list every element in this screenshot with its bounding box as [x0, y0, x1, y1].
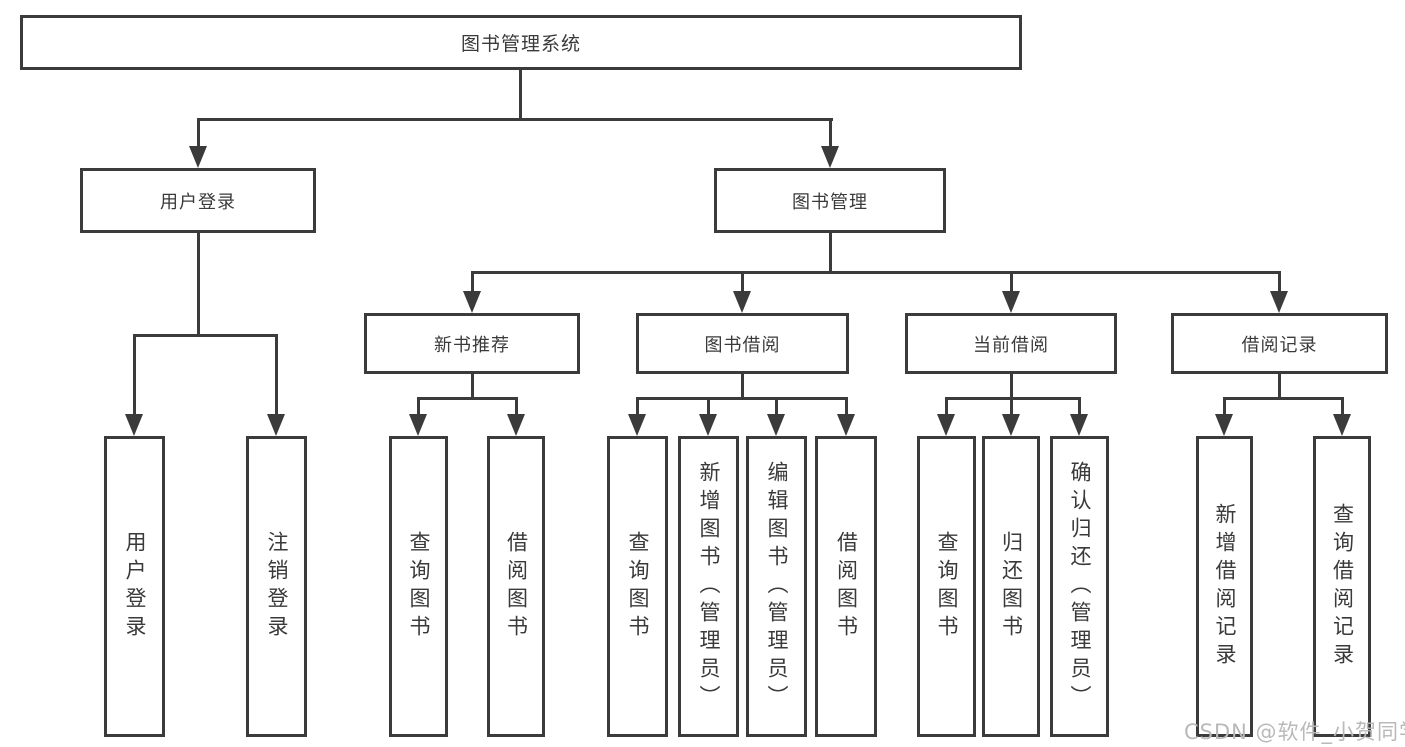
- node-new-book-recommend: 新书推荐: [364, 313, 580, 374]
- leaf-records-add-record-label: 新增借阅记录: [1213, 502, 1237, 671]
- node-book-borrow-label: 图书借阅: [704, 334, 781, 356]
- node-root: 图书管理系统: [20, 15, 1022, 70]
- connector-line: [1010, 397, 1013, 415]
- node-current-borrow-label: 当前借阅: [973, 334, 1049, 356]
- connector-line: [197, 233, 200, 337]
- connector-line: [417, 397, 518, 400]
- node-user-login-label: 用户登录: [160, 191, 236, 213]
- arrowhead-down-icon: [699, 414, 717, 436]
- leaf-current-query-book-label: 查询图书: [935, 530, 959, 643]
- leaf-newrec-query-book-label: 查询图书: [407, 530, 431, 643]
- leaf-newrec-borrow-book-label: 借阅图书: [504, 530, 529, 643]
- connector-line: [707, 397, 710, 415]
- connector-line: [775, 397, 778, 415]
- node-root-label: 图书管理系统: [460, 33, 581, 55]
- connector-line: [1223, 397, 1226, 415]
- leaf-user-login-label: 用户登录: [123, 530, 147, 643]
- leaf-logout-label: 注销登录: [265, 530, 289, 643]
- leaf-logout: 注销登录: [246, 436, 307, 737]
- leaf-newrec-query-book: 查询图书: [389, 436, 448, 737]
- connector-line: [471, 271, 1281, 274]
- connector-line: [1010, 374, 1013, 400]
- node-book-management-label: 图书管理: [792, 191, 868, 213]
- node-borrow-records-label: 借阅记录: [1241, 334, 1318, 356]
- arrowhead-down-icon: [821, 146, 839, 168]
- arrowhead-down-icon: [189, 146, 207, 168]
- connector-line: [741, 374, 744, 400]
- node-current-borrow: 当前借阅: [905, 313, 1117, 374]
- leaf-current-return-book-label: 归还图书: [999, 530, 1024, 643]
- arrowhead-down-icon: [937, 414, 955, 436]
- arrowhead-down-icon: [733, 291, 751, 313]
- leaf-borrow-edit-book-admin: 编辑图书（管理员）: [746, 436, 807, 737]
- leaf-records-query-record-label: 查询借阅记录: [1330, 502, 1355, 671]
- connector-line: [829, 118, 832, 146]
- arrowhead-down-icon: [1333, 414, 1351, 436]
- leaf-records-add-record: 新增借阅记录: [1196, 436, 1253, 737]
- connector-line: [636, 397, 847, 400]
- leaf-borrow-query-book: 查询图书: [607, 436, 668, 737]
- connector-line: [1078, 397, 1081, 415]
- arrowhead-down-icon: [1002, 414, 1020, 436]
- arrowhead-down-icon: [463, 291, 481, 313]
- connector-line: [945, 397, 948, 415]
- arrowhead-down-icon: [267, 414, 285, 436]
- leaf-borrow-add-book-admin: 新增图书（管理员）: [678, 436, 739, 737]
- connector-line: [197, 118, 200, 146]
- node-new-book-recommend-label: 新书推荐: [434, 334, 510, 356]
- connector-line: [197, 118, 833, 121]
- arrowhead-down-icon: [507, 414, 525, 436]
- connector-line: [275, 334, 278, 414]
- connector-line: [1278, 271, 1281, 291]
- leaf-borrow-query-book-label: 查询图书: [626, 530, 650, 643]
- leaf-user-login: 用户登录: [104, 436, 165, 737]
- node-book-management: 图书管理: [714, 168, 946, 233]
- leaf-current-query-book: 查询图书: [917, 436, 976, 737]
- connector-line: [1223, 397, 1344, 400]
- connector-line: [471, 271, 474, 291]
- arrowhead-down-icon: [767, 414, 785, 436]
- arrowhead-down-icon: [1215, 414, 1233, 436]
- arrowhead-down-icon: [125, 414, 143, 436]
- connector-line: [845, 397, 848, 415]
- leaf-current-return-book: 归还图书: [982, 436, 1040, 737]
- connector-line: [829, 233, 832, 274]
- leaf-borrow-edit-book-admin-label: 编辑图书（管理员）: [765, 460, 789, 713]
- connector-line: [471, 374, 474, 400]
- connector-line: [417, 397, 420, 415]
- arrowhead-down-icon: [837, 414, 855, 436]
- node-user-login: 用户登录: [80, 168, 316, 233]
- arrowhead-down-icon: [1270, 291, 1288, 313]
- leaf-newrec-borrow-book: 借阅图书: [487, 436, 545, 737]
- leaf-records-query-record: 查询借阅记录: [1313, 436, 1371, 737]
- arrowhead-down-icon: [409, 414, 427, 436]
- leaf-current-confirm-return-admin-label: 确认归还（管理员）: [1068, 460, 1092, 713]
- node-borrow-records: 借阅记录: [1171, 313, 1388, 374]
- connector-line: [1010, 271, 1013, 291]
- connector-line: [741, 271, 744, 291]
- connector-line: [519, 67, 522, 120]
- connector-line: [1341, 397, 1344, 415]
- connector-line: [636, 397, 639, 415]
- connector-line: [515, 397, 518, 415]
- connector-line: [1278, 374, 1281, 400]
- node-book-borrow: 图书借阅: [636, 313, 849, 374]
- leaf-borrow-borrow-book: 借阅图书: [815, 436, 877, 737]
- watermark: CSDN @软件_小贺同学: [1184, 720, 1405, 744]
- connector-line: [133, 334, 136, 414]
- arrowhead-down-icon: [628, 414, 646, 436]
- arrowhead-down-icon: [1002, 291, 1020, 313]
- connector-line: [133, 334, 278, 337]
- leaf-current-confirm-return-admin: 确认归还（管理员）: [1050, 436, 1109, 737]
- arrowhead-down-icon: [1070, 414, 1088, 436]
- leaf-borrow-add-book-admin-label: 新增图书（管理员）: [697, 460, 721, 713]
- leaf-borrow-borrow-book-label: 借阅图书: [834, 530, 859, 643]
